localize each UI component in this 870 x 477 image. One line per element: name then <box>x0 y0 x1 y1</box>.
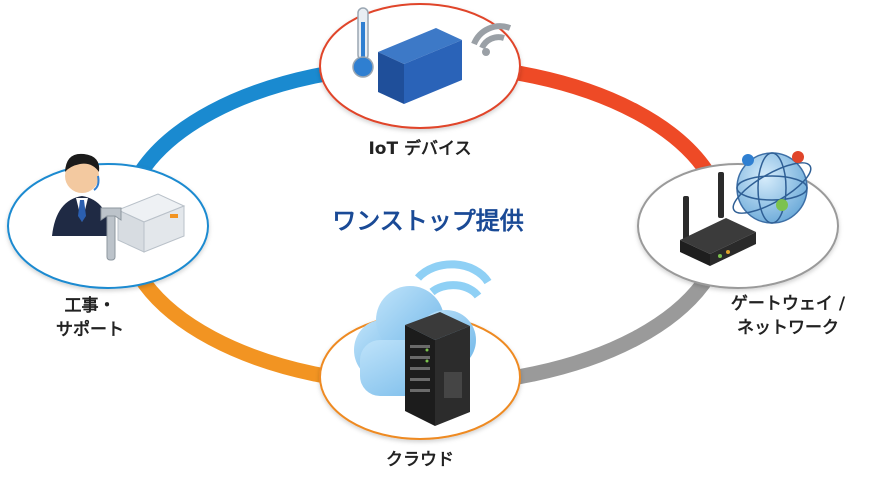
label-support-line1: 工事・ <box>64 296 116 316</box>
label-iot-text: IoT デバイス <box>368 139 472 159</box>
label-support-line2: サポート <box>56 320 124 340</box>
label-gateway-line2: ネットワーク <box>737 318 839 338</box>
label-gateway-line1: ゲートウェイ / <box>730 294 846 314</box>
label-iot: IoT デバイス <box>340 137 500 161</box>
label-cloud-text: クラウド <box>386 450 454 470</box>
iot-device-icon <box>352 7 512 104</box>
label-gateway: ゲートウェイ / ネットワーク <box>706 292 870 340</box>
cloud-server-icon <box>354 260 492 426</box>
label-cloud: クラウド <box>350 448 490 472</box>
label-support: 工事・ サポート <box>30 294 150 342</box>
center-title: ワンストップ提供 <box>332 207 524 235</box>
router-globe-icon <box>680 151 812 266</box>
engineer-icon <box>52 153 186 261</box>
